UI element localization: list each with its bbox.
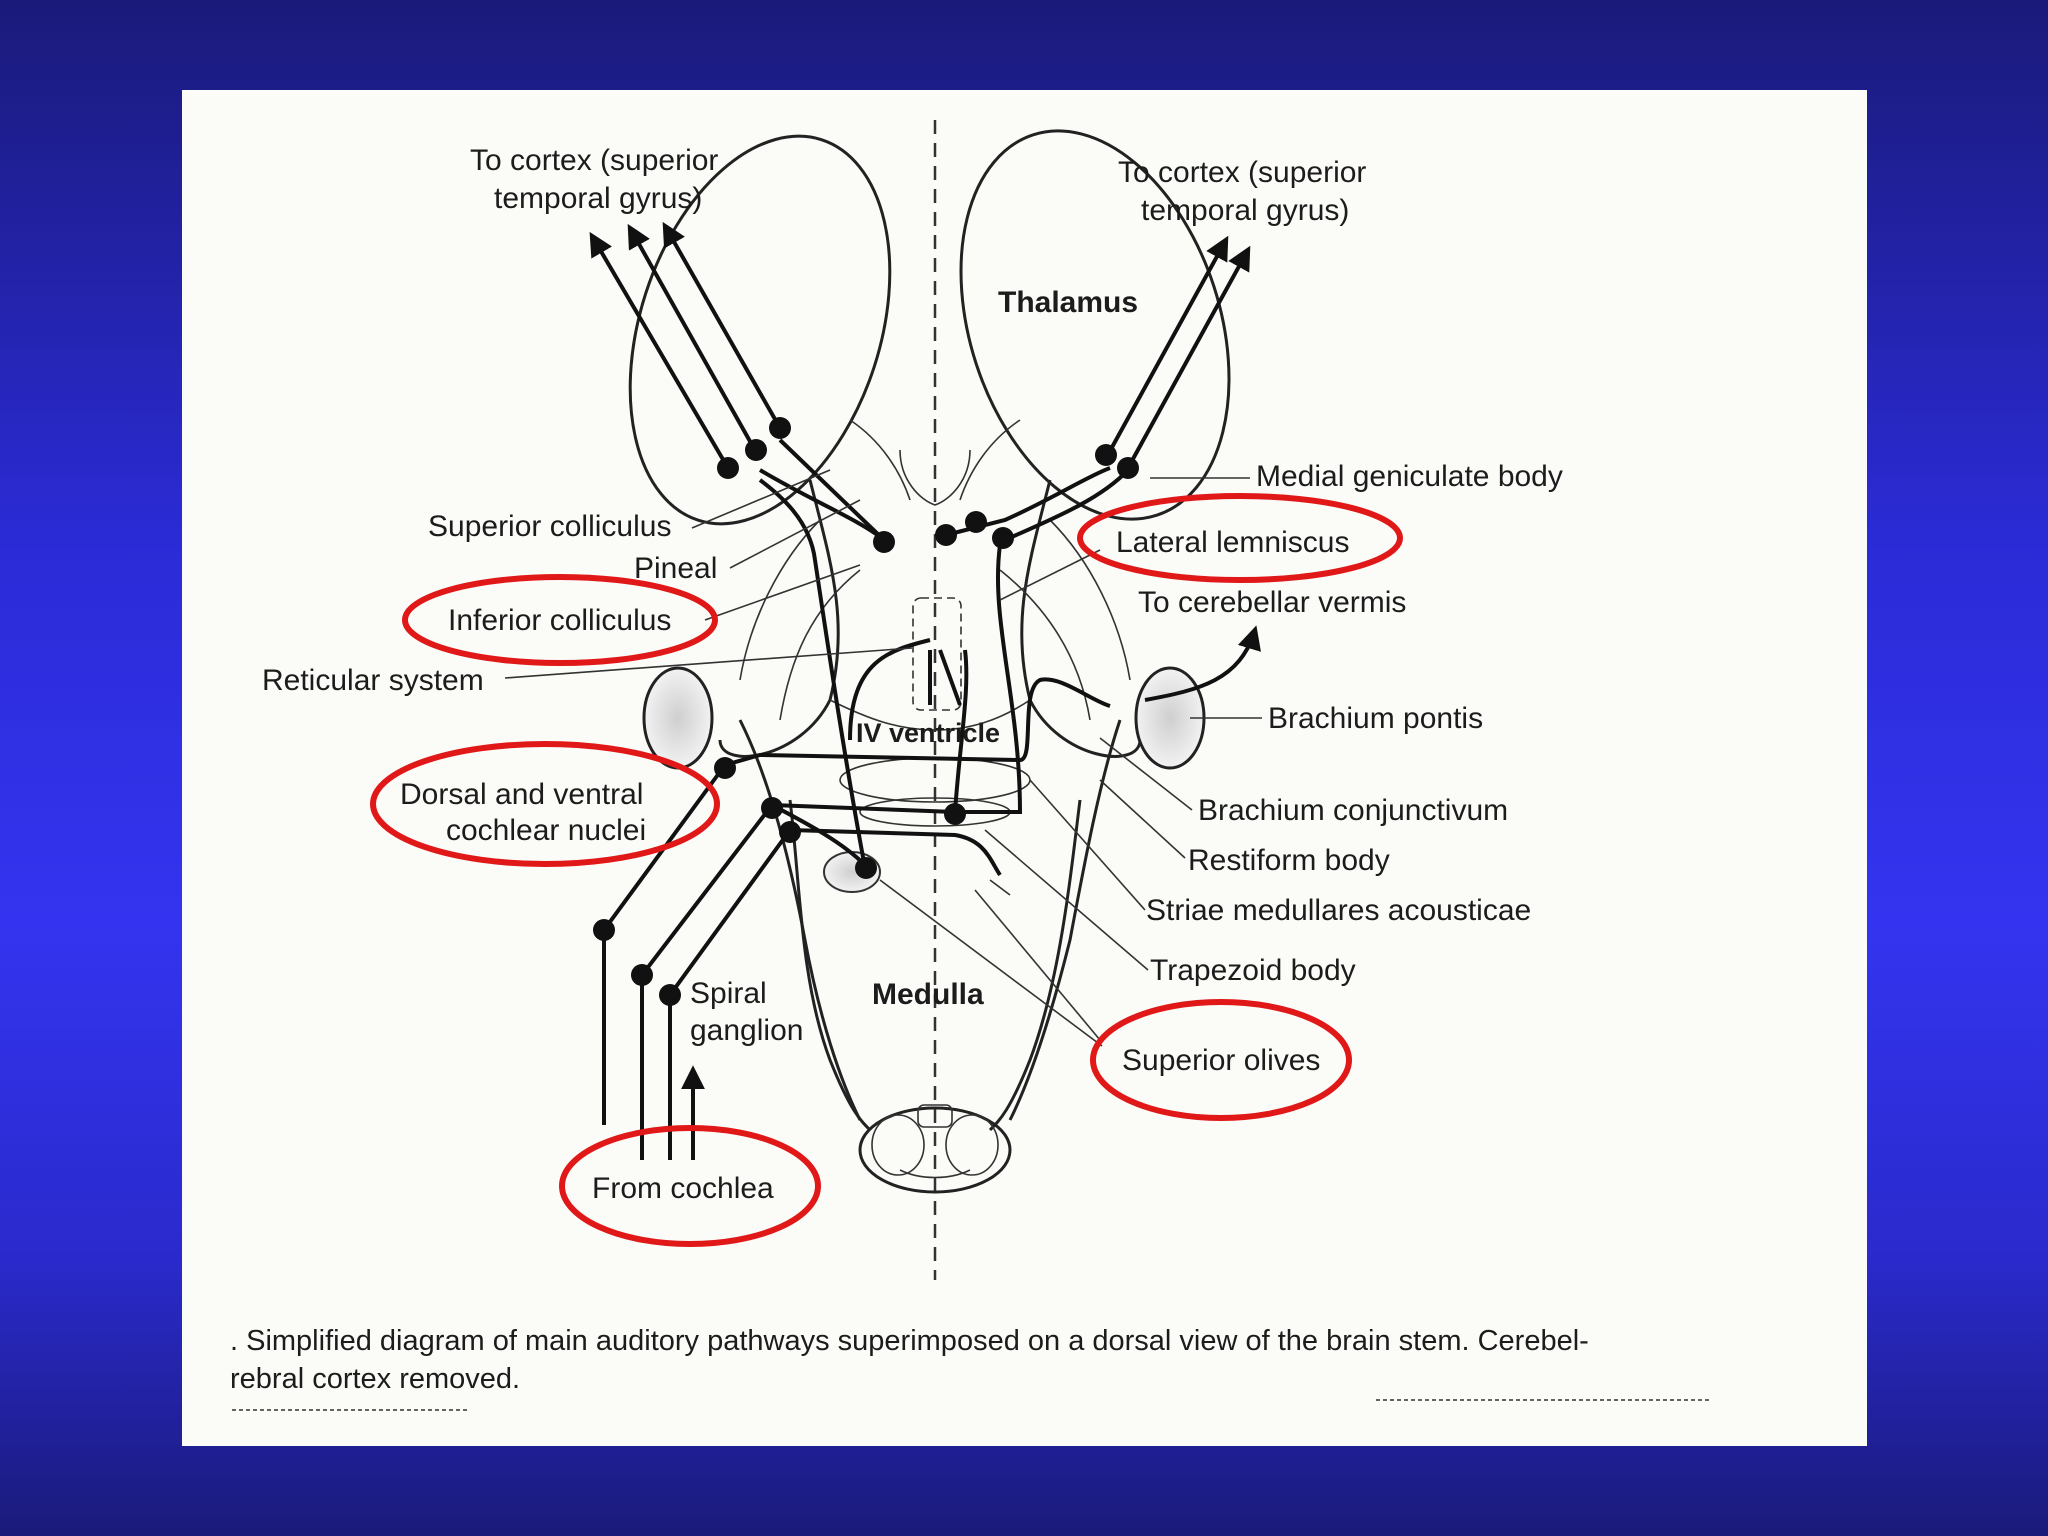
figure-caption: . Simplified diagram of main auditory pa… (230, 1325, 1710, 1411)
thalamus-left-outline (628, 134, 892, 526)
neuron-dot (855, 857, 877, 879)
caption-line-1: . Simplified diagram of main auditory pa… (230, 1325, 1589, 1357)
medulla-cross-section (858, 1104, 1012, 1194)
highlight-ring-inferior-colliculus (402, 574, 718, 666)
neuron-dot (593, 919, 615, 941)
neuron-dot (992, 527, 1014, 549)
label-striae-medullares: Striae medullares acousticae (1146, 894, 1531, 927)
neuron-dot (1095, 444, 1117, 466)
highlight-ring-from-cochlea (559, 1125, 821, 1247)
neuron-dot (659, 984, 681, 1006)
label-inferior-colliculus: Inferior colliculus (448, 604, 671, 637)
label-lateral-lemniscus: Lateral lemniscus (1116, 526, 1349, 559)
label-cortex-left-2: temporal gyrus) (494, 182, 702, 215)
neuron-dot (779, 821, 801, 843)
label-medulla: Medulla (872, 978, 984, 1011)
neuron-dot (1117, 457, 1139, 479)
neuron-dot (631, 964, 653, 986)
label-cochlear-nuclei-2: cochlear nuclei (446, 814, 646, 847)
label-cortex-right-1: To cortex (superior (1118, 156, 1366, 189)
label-cochlear-nuclei-1: Dorsal and ventral (400, 778, 643, 811)
label-reticular-system: Reticular system (262, 664, 484, 697)
neuron-dot (745, 439, 767, 461)
scanned-figure-page (182, 90, 1867, 1446)
neurons (593, 417, 1139, 1006)
neuron-dot (769, 417, 791, 439)
highlight-ring-lateral-lemniscus (1077, 493, 1403, 583)
neuron-dot (761, 797, 783, 819)
label-brachium-conjunctivum: Brachium conjunctivum (1198, 794, 1508, 827)
label-to-cerebellar-vermis: To cerebellar vermis (1138, 586, 1406, 619)
label-superior-olives: Superior olives (1122, 1044, 1320, 1077)
brainstem-outline (628, 129, 1231, 1194)
label-spiral-ganglion-1: Spiral (690, 977, 767, 1010)
neuron-dot (965, 511, 987, 533)
label-iv-ventricle: IV ventricle (856, 718, 1000, 748)
neuron-dot (935, 524, 957, 546)
caption-line-2: rebral cortex removed. (230, 1363, 520, 1395)
label-restiform-body: Restiform body (1188, 844, 1390, 877)
brachium-pontis-left-shape (642, 666, 714, 770)
highlight-ring-superior-olives (1090, 999, 1352, 1121)
highlight-ring-cochlear-nuclei (370, 741, 720, 867)
highlight-annotations (370, 493, 1403, 1247)
neuron-dot (873, 531, 895, 553)
label-thalamus: Thalamus (998, 286, 1138, 319)
label-superior-colliculus: Superior colliculus (428, 510, 671, 543)
label-spiral-ganglion-2: ganglion (690, 1014, 803, 1047)
label-pineal: Pineal (634, 552, 717, 585)
label-medial-geniculate-body: Medial geniculate body (1256, 460, 1563, 493)
diagram-labels: To cortex (superior temporal gyrus) To c… (262, 144, 1563, 1205)
label-brachium-pontis: Brachium pontis (1268, 702, 1483, 735)
neuron-dot (717, 457, 739, 479)
label-from-cochlea: From cochlea (592, 1172, 774, 1205)
neuron-dot (944, 803, 966, 825)
neuron-dot (714, 757, 736, 779)
thalamus-right-outline (959, 129, 1231, 521)
leader-lines (504, 469, 1262, 1047)
label-cortex-left-1: To cortex (superior (470, 144, 718, 177)
label-trapezoid-body: Trapezoid body (1150, 954, 1356, 987)
label-cortex-right-2: temporal gyrus) (1141, 194, 1349, 227)
